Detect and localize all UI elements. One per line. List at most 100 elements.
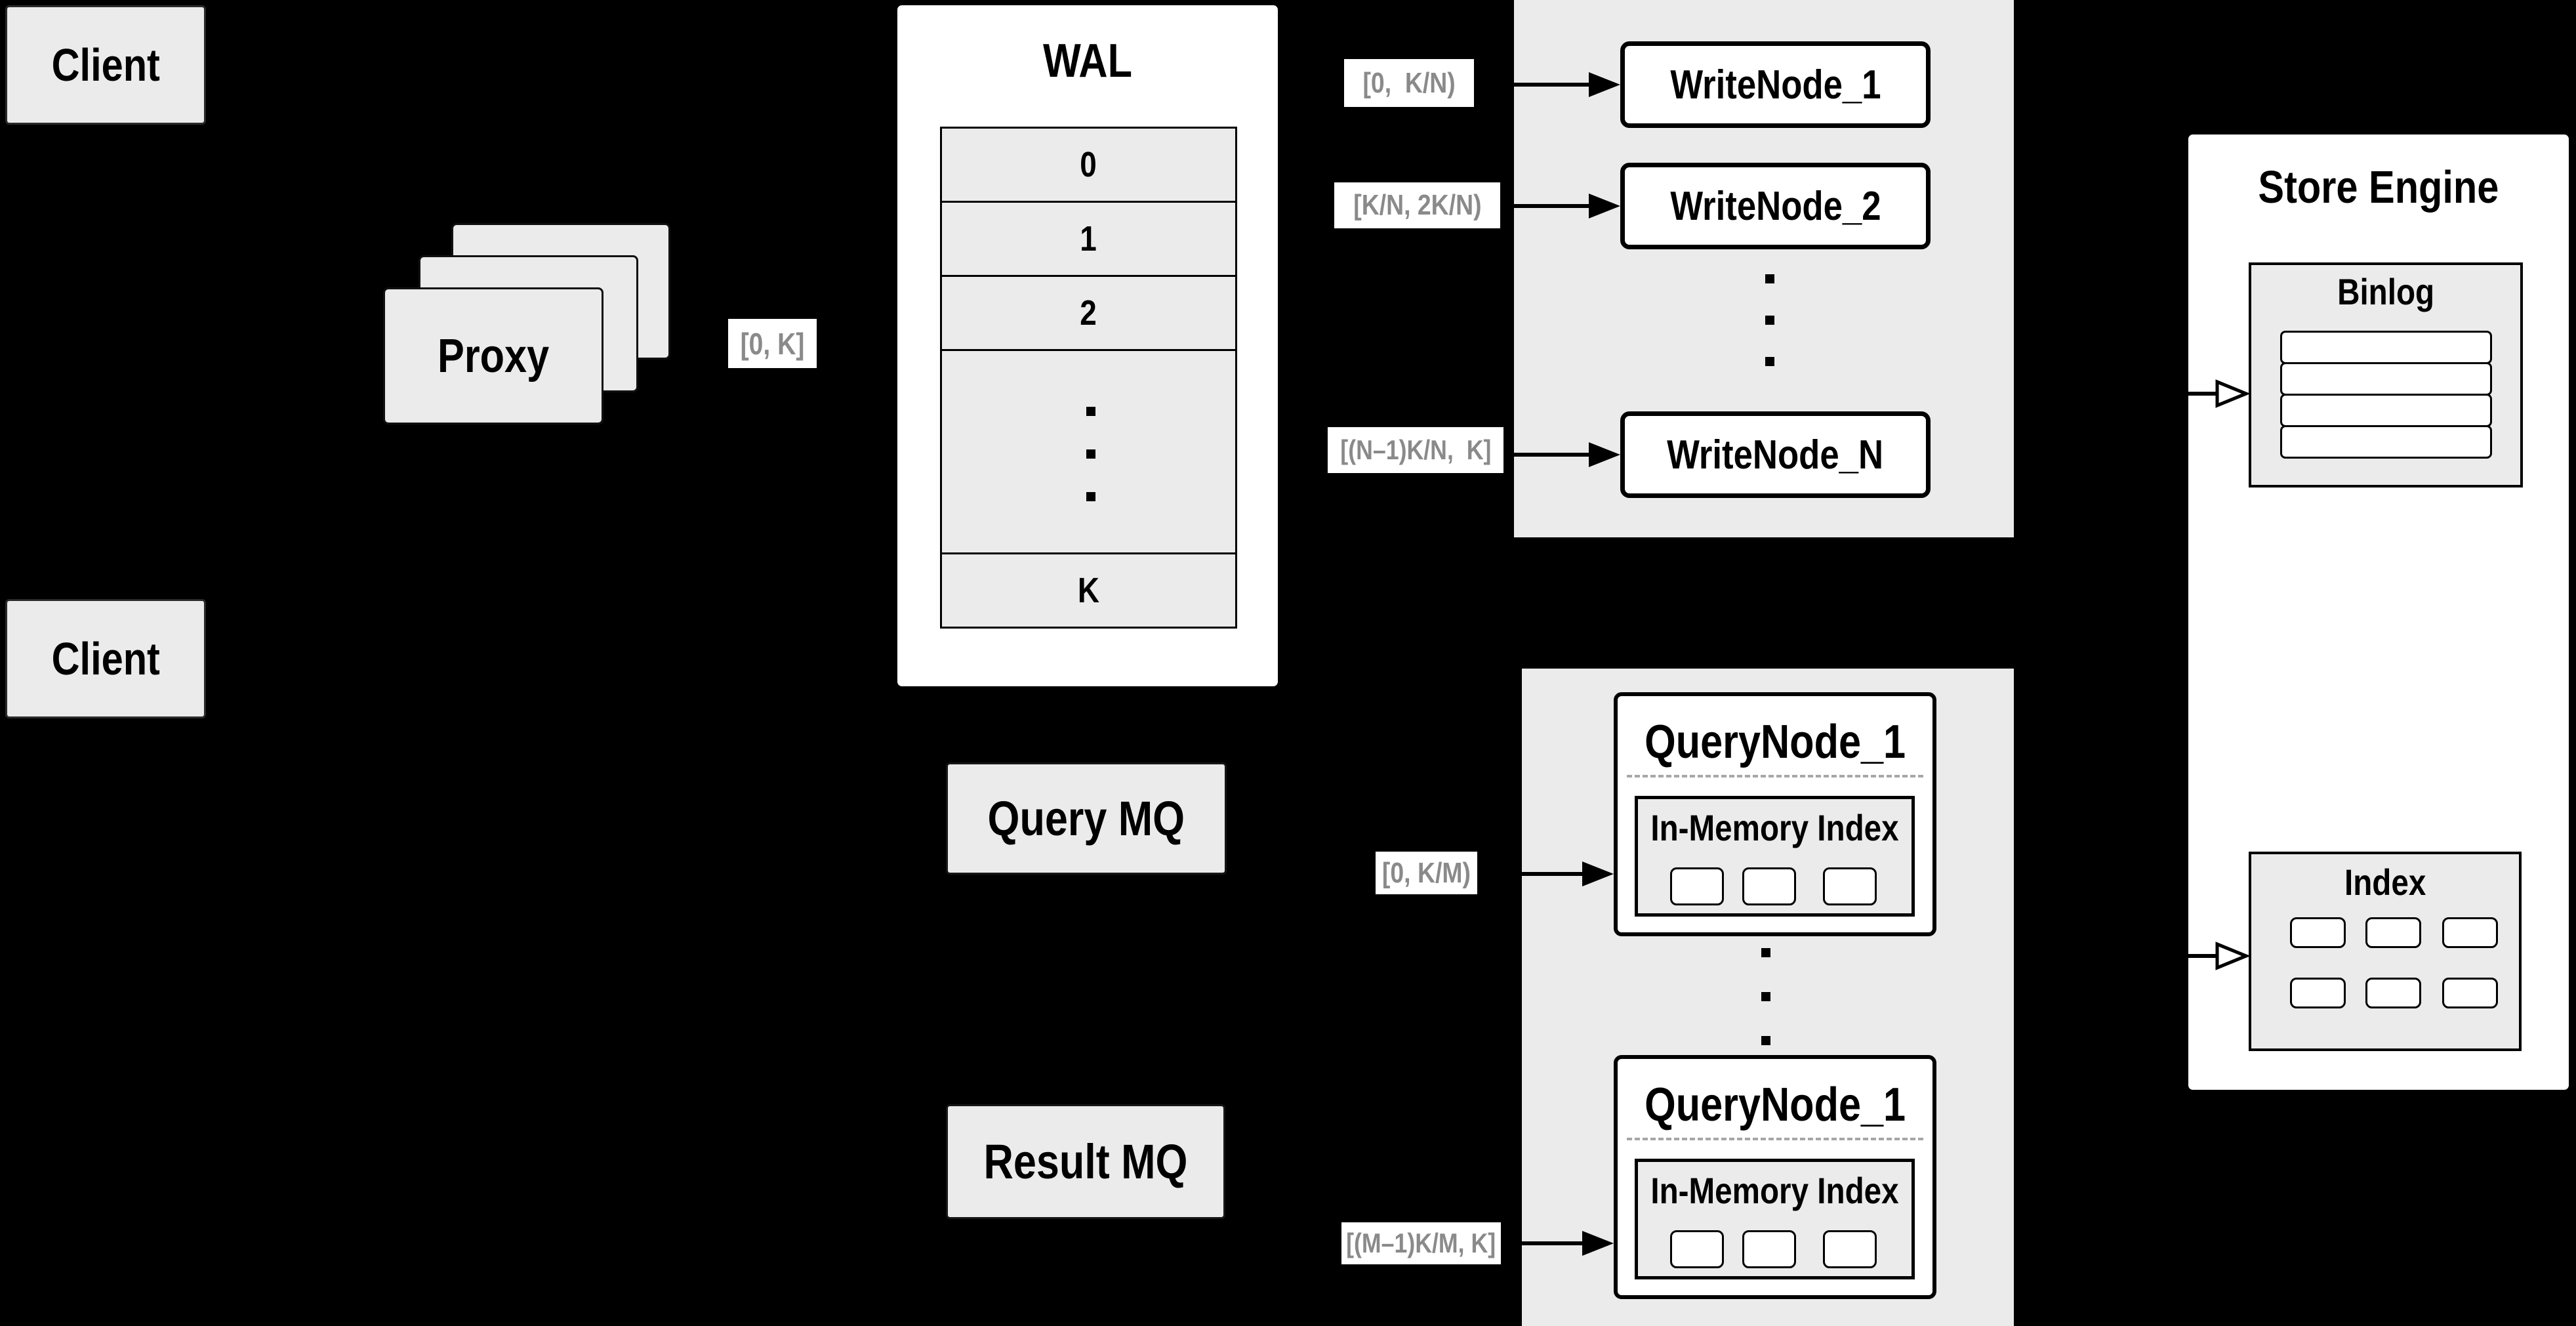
query-range-m: [(M–1)K/M, K]: [1346, 1228, 1496, 1258]
wal-segment-1: 1: [1080, 219, 1097, 259]
arrowhead-to-querynode-m: [1582, 1231, 1614, 1256]
segment-chip: [1742, 1230, 1796, 1268]
querynode-bottom-title-wrap: QueryNode_1: [1618, 1075, 1932, 1134]
write-range-chip-1: [0, K/N): [1344, 59, 1474, 107]
ellipsis-dot: [1086, 492, 1095, 501]
ellipsis-dot: [1086, 407, 1095, 416]
write-range-n: [(N–1)K/N, K]: [1339, 434, 1492, 465]
arrowhead-to-writenode-2: [1589, 194, 1620, 218]
in-memory-index-top-title: In-Memory Index: [1650, 806, 1899, 848]
wal-segment-row: 2: [940, 275, 1237, 351]
query-range-1: [0, K/M): [1381, 856, 1471, 889]
index-container: Index: [2249, 852, 2522, 1051]
result-mq-box: Result MQ: [946, 1104, 1225, 1219]
proxy-card-front: Proxy: [383, 287, 603, 425]
binlog-row: [2280, 331, 2492, 364]
proxy-label: Proxy: [437, 329, 550, 383]
result-mq-label: Result MQ: [983, 1134, 1188, 1189]
segment-chip: [1823, 867, 1877, 905]
proxy-range-label: [0, K]: [740, 326, 805, 361]
binlog-row: [2280, 394, 2492, 427]
querynode-box-top: QueryNode_1 In-Memory Index: [1614, 692, 1936, 936]
querynode-top-title: QueryNode_1: [1645, 716, 1906, 768]
index-chip: [2442, 978, 2498, 1008]
store-engine-box: Store Engine Binlog Index: [2185, 131, 2572, 1093]
in-memory-index-bottom: In-Memory Index: [1635, 1159, 1915, 1279]
arrowhead-to-writenode-n: [1589, 442, 1620, 467]
in-memory-index-bottom-title-wrap: In-Memory Index: [1638, 1169, 1912, 1211]
segment-chip: [1670, 867, 1724, 905]
hollow-arrow-to-index: [2188, 942, 2249, 970]
binlog-container: Binlog: [2249, 262, 2523, 487]
index-chip: [2442, 917, 2498, 948]
wal-title-wrap: WAL: [897, 28, 1278, 94]
ellipsis-dot: [1765, 357, 1774, 366]
binlog-title-wrap: Binlog: [2251, 270, 2520, 312]
hollow-arrow-to-binlog: [2188, 379, 2249, 408]
wal-ellipsis-row: [940, 349, 1237, 554]
writenode-1-box: WriteNode_1: [1620, 41, 1931, 128]
index-title-wrap: Index: [2251, 861, 2519, 903]
querynode-box-bottom: QueryNode_1 In-Memory Index: [1614, 1055, 1936, 1299]
write-range-chip-n: [(N–1)K/N, K]: [1328, 427, 1503, 473]
write-range-chip-2: [K/N, 2K/N): [1334, 182, 1500, 228]
wal-segment-k: K: [1077, 571, 1100, 610]
writenode-1-label: WriteNode_1: [1669, 62, 1881, 108]
wal-segment-row-last: K: [940, 552, 1237, 629]
ellipsis-dot: [1086, 449, 1095, 459]
store-engine-title: Store Engine: [2258, 161, 2499, 213]
writenode-n-label: WriteNode_N: [1667, 432, 1884, 478]
querynode-top-title-wrap: QueryNode_1: [1618, 713, 1932, 772]
arrow-to-writenode-1: [1514, 83, 1591, 87]
arrow-to-querynode-m: [1522, 1241, 1585, 1245]
writenode-2-box: WriteNode_2: [1620, 163, 1931, 249]
wal-segment-row: 1: [940, 201, 1237, 277]
dashed-divider: [1627, 775, 1923, 777]
query-range-chip-1: [0, K/M): [1376, 852, 1477, 894]
write-range-1: [0, K/N): [1362, 66, 1456, 99]
client-box-bottom: Client: [5, 599, 206, 718]
client-bottom-label: Client: [51, 633, 160, 684]
writenode-n-box: WriteNode_N: [1620, 411, 1931, 498]
store-engine-title-wrap: Store Engine: [2188, 157, 2569, 217]
binlog-row: [2280, 425, 2492, 459]
wal-segment-row: 0: [940, 127, 1237, 203]
in-memory-index-top-title-wrap: In-Memory Index: [1638, 806, 1912, 848]
index-chip: [2290, 978, 2346, 1008]
ellipsis-dot: [1761, 948, 1770, 957]
wal-segment-0: 0: [1080, 145, 1097, 184]
index-chip: [2365, 978, 2421, 1008]
query-mq-box: Query MQ: [946, 762, 1227, 875]
binlog-row: [2280, 362, 2492, 396]
in-memory-index-bottom-title: In-Memory Index: [1650, 1169, 1899, 1211]
arrowhead-to-writenode-1: [1589, 72, 1620, 97]
wal-title: WAL: [1043, 35, 1132, 87]
index-title: Index: [2344, 861, 2426, 903]
wal-box: WAL 0 1 2 K: [895, 3, 1280, 688]
proxy-range-chip: [0, K]: [728, 319, 817, 368]
binlog-title: Binlog: [2337, 270, 2435, 312]
query-range-chip-m: [(M–1)K/M, K]: [1341, 1222, 1501, 1264]
in-memory-index-top: In-Memory Index: [1635, 796, 1915, 917]
segment-chip: [1670, 1230, 1724, 1268]
query-mq-label: Query MQ: [987, 791, 1185, 846]
arrow-to-writenode-n: [1514, 453, 1591, 457]
client-top-label: Client: [51, 39, 160, 91]
arrow-to-querynode-1: [1522, 872, 1585, 876]
writenode-2-label: WriteNode_2: [1669, 183, 1881, 229]
index-chip: [2290, 917, 2346, 948]
ellipsis-dot: [1761, 992, 1770, 1001]
arrow-to-writenode-2: [1514, 204, 1591, 208]
wal-segment-2: 2: [1080, 293, 1097, 333]
binlog-rows: [2280, 331, 2492, 459]
client-box-top: Client: [5, 5, 206, 125]
arrowhead-to-querynode-1: [1582, 861, 1614, 886]
ellipsis-dot: [1765, 316, 1774, 325]
segment-chip: [1742, 867, 1796, 905]
querynode-bottom-title: QueryNode_1: [1645, 1079, 1906, 1131]
wal-segment-stack: 0 1 2 K: [940, 127, 1237, 629]
index-chip: [2365, 917, 2421, 948]
ellipsis-dot: [1765, 274, 1774, 283]
ellipsis-dot: [1761, 1036, 1770, 1045]
